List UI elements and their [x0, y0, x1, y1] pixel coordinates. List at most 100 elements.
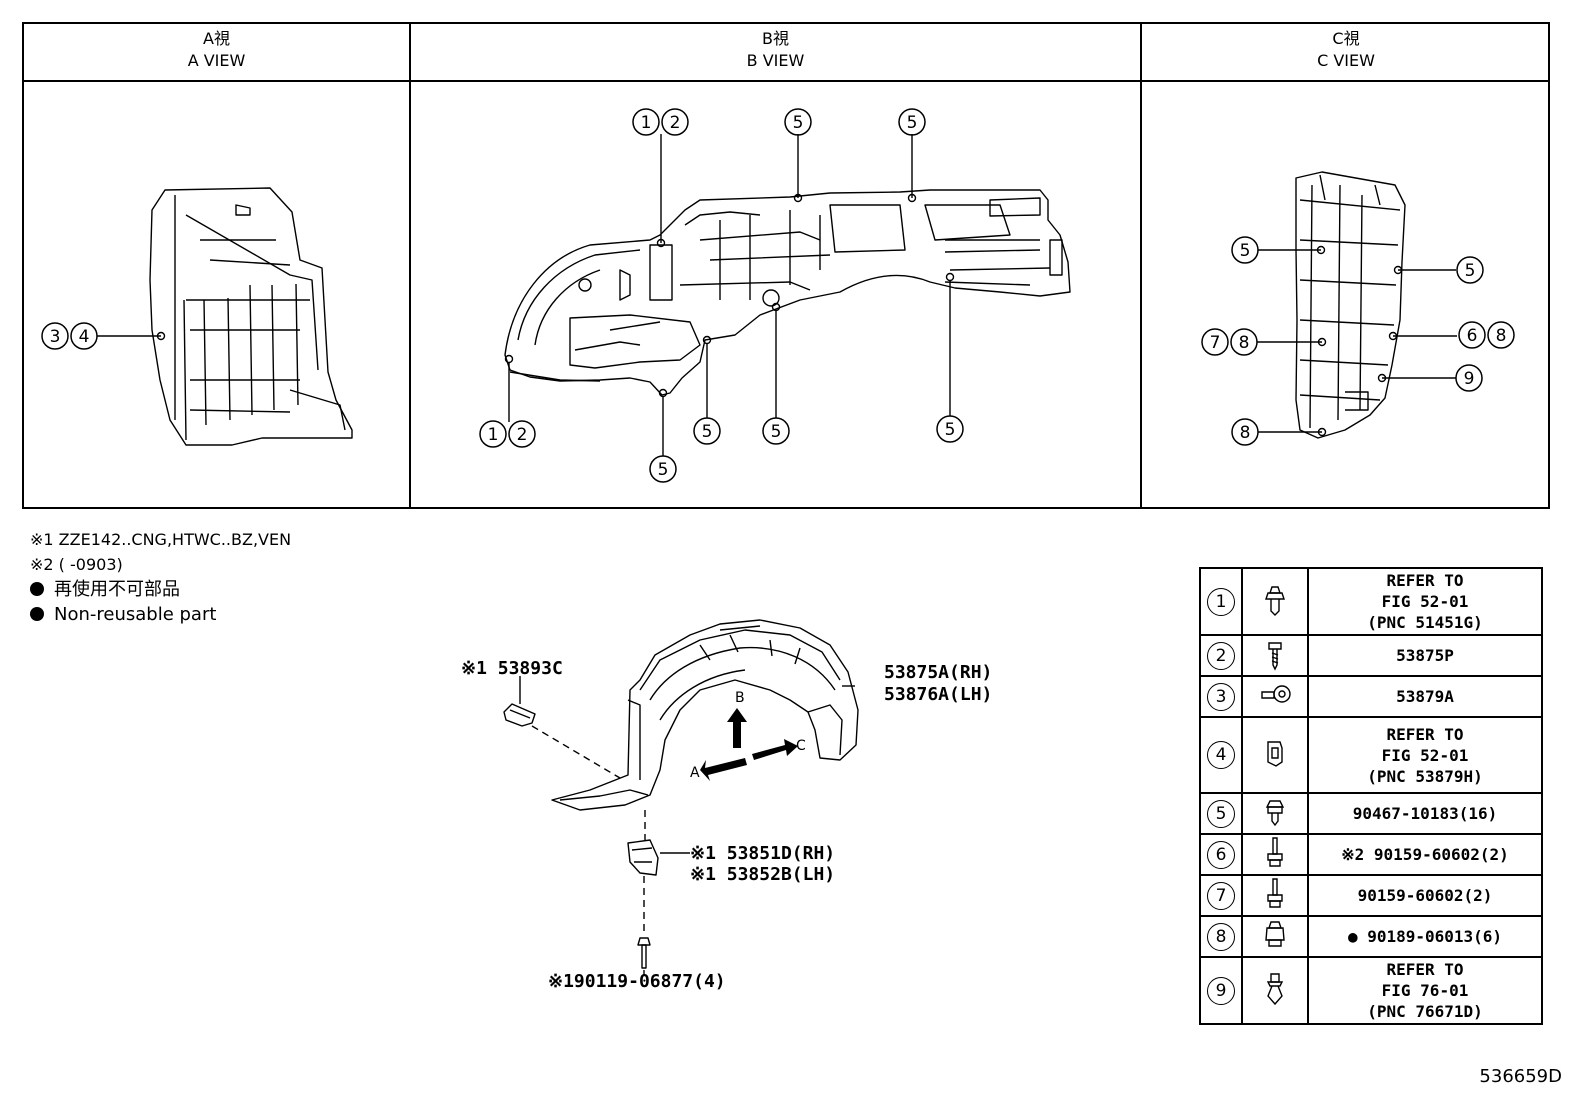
c-view-title-jp: C視 — [1332, 29, 1360, 48]
callout-c-6: 6 — [1467, 326, 1478, 346]
screw-icon — [1241, 634, 1309, 677]
part-53851d-label: ※1 53851D(RH) — [690, 843, 835, 864]
b-view-title-en: B VIEW — [746, 51, 805, 70]
part-53876a-label: 53876A(LH) — [884, 684, 992, 705]
callout-c-7: 7 — [1210, 333, 1221, 353]
note-1: ※1 ZZE142..CNG,HTWC..BZ,VEN — [30, 530, 292, 549]
callout-numbers: 3 4 1 2 1 2 5 5 5 5 5 5 5 5 7 8 6 8 9 8 — [50, 113, 1507, 480]
callout-a-4: 4 — [79, 327, 90, 347]
callout-b-5: 5 — [771, 422, 782, 442]
part-53875a-label: 53875A(RH) — [884, 662, 992, 683]
grommet-icon — [1241, 675, 1309, 718]
table-row: 2 53875P — [1199, 634, 1543, 677]
callout-c-9: 9 — [1464, 369, 1475, 389]
figure-code: 536659D — [1479, 1066, 1562, 1087]
callout-b-1-bottom: 1 — [488, 425, 499, 445]
table-row: 6 ※2 90159-60602(2) — [1199, 833, 1543, 876]
callout-c-8: 8 — [1496, 326, 1507, 346]
row-number: 3 — [1207, 682, 1235, 711]
c-view-header: C視 C VIEW — [1142, 28, 1550, 72]
row-text: ● 90189-06013(6) — [1307, 915, 1543, 958]
callout-b-5: 5 — [945, 420, 956, 440]
table-row: 8 ● 90189-06013(6) — [1199, 915, 1543, 958]
bolt-icon — [1241, 833, 1309, 876]
arrow-c-label: C — [796, 738, 806, 754]
clip-icon — [1241, 792, 1309, 835]
part-53852b-label: ※1 53852B(LH) — [690, 864, 835, 885]
row-number: 2 — [1207, 641, 1235, 670]
callout-c-5: 5 — [1465, 261, 1476, 281]
arrow-b-label: B — [735, 690, 745, 706]
arrow-a-label: A — [690, 765, 700, 781]
nut-icon — [1241, 915, 1309, 958]
row-text: 90159-60602(2) — [1307, 874, 1543, 917]
header-divider — [24, 80, 1548, 82]
row-text: 53879A — [1307, 675, 1543, 718]
push-clip-icon — [1241, 956, 1309, 1025]
bolt-icon — [1241, 874, 1309, 917]
leader-lines — [97, 134, 1457, 456]
table-row: 5 90467-10183(16) — [1199, 792, 1543, 835]
row-number: 8 — [1207, 922, 1235, 951]
callout-b-1-top: 1 — [641, 113, 652, 133]
row-text: REFER TO FIG 52-01 (PNC 51451G) — [1307, 567, 1543, 636]
c-view-liner-drawing — [1295, 171, 1406, 439]
note-4-text: Non-reusable part — [54, 604, 217, 625]
callout-rings — [41, 108, 1515, 483]
callout-a-3: 3 — [50, 327, 61, 347]
row-number: 4 — [1207, 741, 1235, 769]
note-non-reusable-en: Non-reusable part — [30, 602, 291, 627]
row-text: REFER TO FIG 52-01 (PNC 53879H) — [1307, 716, 1543, 794]
bullet-dot-icon — [30, 582, 44, 596]
note-non-reusable-jp: 再使用不可部品 — [30, 577, 291, 602]
b-view-title-jp: B視 — [762, 29, 789, 48]
table-row: 7 90159-60602(2) — [1199, 874, 1543, 917]
a-view-title-jp: A視 — [203, 29, 230, 48]
row-number: 7 — [1207, 881, 1235, 910]
table-row: 3 53879A — [1199, 675, 1543, 718]
table-row: 9 REFER TO FIG 76-01 (PNC 76671D) — [1199, 956, 1543, 1025]
a-view-liner-drawing — [149, 187, 353, 446]
a-view-title-en: A VIEW — [187, 51, 246, 70]
callout-b-5: 5 — [702, 422, 713, 442]
notes: ※1 ZZE142..CNG,HTWC..BZ,VEN ※2 ( -0903) … — [30, 527, 291, 627]
callout-c-8: 8 — [1240, 423, 1251, 443]
row-number: 5 — [1207, 799, 1235, 828]
part-90119-label: ※190119-06877(4) — [548, 971, 726, 992]
callout-b-2-top: 2 — [670, 113, 681, 133]
callout-c-5: 5 — [1240, 241, 1251, 261]
row-number: 9 — [1207, 976, 1235, 1005]
row-text: 53875P — [1307, 634, 1543, 677]
callout-b-5: 5 — [907, 113, 918, 133]
part-labels: ※1 53893C 53875A(RH) 53876A(LH) ※1 53851… — [461, 658, 992, 992]
row-text: ※2 90159-60602(2) — [1307, 833, 1543, 876]
b-view-liner-drawing — [504, 189, 1071, 398]
direction-arrows — [700, 708, 798, 781]
callout-c-8: 8 — [1239, 333, 1250, 353]
note-3-text: 再使用不可部品 — [54, 579, 180, 600]
callout-b-5: 5 — [658, 460, 669, 480]
row-number: 6 — [1207, 840, 1235, 869]
arrow-labels: B A C — [690, 690, 806, 781]
note-2: ※2 ( -0903) — [30, 555, 123, 574]
row-text: REFER TO FIG 76-01 (PNC 76671D) — [1307, 956, 1543, 1025]
bullet-dot-icon — [30, 607, 44, 621]
exploded-liner-drawing — [503, 619, 859, 975]
view-divider — [1140, 24, 1142, 507]
views-frame: A視 A VIEW B視 B VIEW C視 C VIEW — [22, 22, 1550, 509]
a-view-header: A視 A VIEW — [24, 28, 409, 72]
row-number: 1 — [1207, 587, 1235, 616]
fastener-reference-table: 1 REFER TO FIG 52-01 (PNC 51451G) 2 5387… — [1199, 567, 1543, 1025]
table-row: 1 REFER TO FIG 52-01 (PNC 51451G) — [1199, 567, 1543, 636]
callout-b-2-bottom: 2 — [517, 425, 528, 445]
part-53893c-label: ※1 53893C — [461, 658, 563, 679]
b-view-header: B視 B VIEW — [411, 28, 1140, 72]
table-row: 4 REFER TO FIG 52-01 (PNC 53879H) — [1199, 716, 1543, 794]
nut-clip-icon — [1241, 716, 1309, 794]
callout-b-5: 5 — [793, 113, 804, 133]
view-divider — [409, 24, 411, 507]
clip-icon — [1241, 567, 1309, 636]
c-view-title-en: C VIEW — [1317, 51, 1375, 70]
row-text: 90467-10183(16) — [1307, 792, 1543, 835]
